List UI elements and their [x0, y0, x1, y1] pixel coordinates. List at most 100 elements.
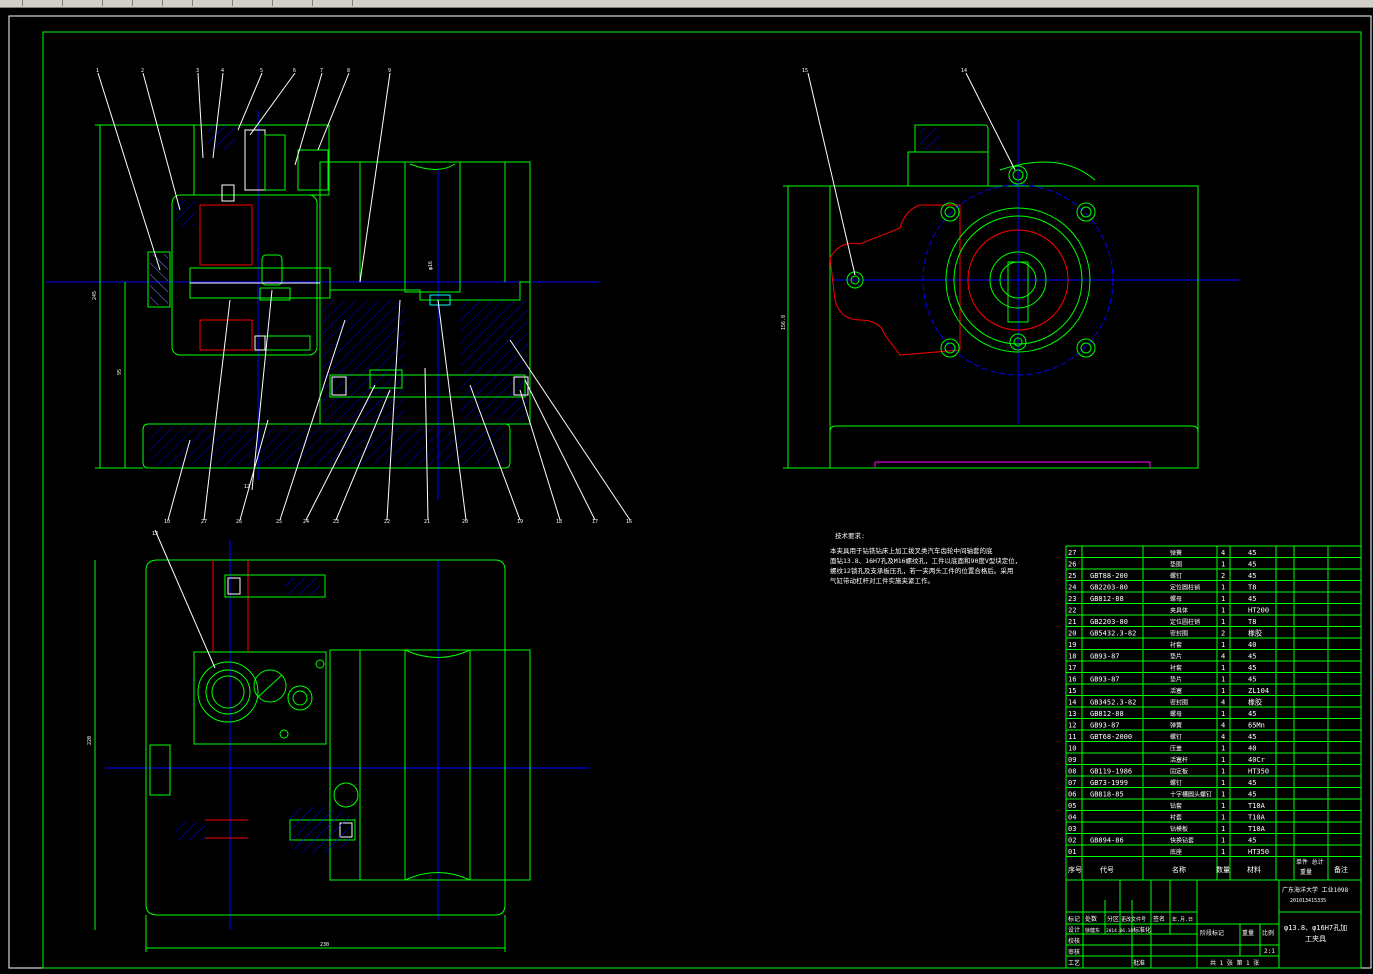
bom-cell-no: 02	[1068, 837, 1076, 845]
svg-text:14: 14	[961, 68, 967, 74]
bom-cell-qty: 1	[1221, 802, 1225, 810]
toolbar-button[interactable]	[192, 0, 233, 6]
bom-cell-mat: 45	[1248, 837, 1256, 845]
bom-header-weight2: 重量	[1300, 868, 1312, 876]
bom-cell-qty: 1	[1221, 687, 1225, 695]
bom-cell-no: 11	[1068, 733, 1076, 741]
toolbar-button[interactable]	[62, 0, 103, 6]
bom-cell-no: 25	[1068, 572, 1076, 580]
notes-title: 技术要求:	[835, 531, 865, 540]
bom-cell-qty: 4	[1221, 699, 1225, 707]
bom-cell-name: 衬套	[1170, 814, 1182, 822]
bom-cell-qty: 1	[1221, 791, 1225, 799]
bom-cell-code: GB2203-80	[1090, 618, 1128, 626]
toolbar-button[interactable]	[22, 0, 63, 6]
bom-cell-qty: 2	[1221, 630, 1225, 638]
bom-cell-name: 活塞杆	[1170, 756, 1188, 764]
bom-cell-mat: 40	[1248, 745, 1256, 753]
toolbar-button[interactable]	[232, 0, 273, 6]
bom-cell-qty: 1	[1221, 756, 1225, 764]
bom-cell-name: 密封圈	[1170, 699, 1188, 707]
toolbar-button[interactable]	[0, 0, 23, 6]
bom-cell-name: 螺母	[1170, 595, 1182, 603]
svg-text:230: 230	[320, 942, 329, 948]
svg-text:245: 245	[92, 291, 98, 300]
bom-header-qty: 数量	[1216, 865, 1230, 874]
bom-cell-name: 活塞	[1170, 687, 1182, 695]
bom-cell-qty: 4	[1221, 733, 1225, 741]
bom-cell-no: 06	[1068, 791, 1076, 799]
bom-cell-no: 20	[1068, 630, 1076, 638]
bom-cell-code: GB812-88	[1090, 595, 1124, 603]
bom-cell-no: 13	[1068, 710, 1076, 718]
bom-cell-code: GB3452.3-82	[1090, 699, 1136, 707]
bom-cell-mat: 40Cr	[1248, 756, 1265, 764]
bom-cell-mat: T8	[1248, 584, 1256, 592]
tb-drawing-name: φ13.8、φ16H7孔加	[1284, 923, 1347, 932]
bom-header-name: 名称	[1172, 865, 1186, 874]
bom-cell-mat: 橡胶	[1248, 698, 1262, 707]
bom-cell-qty: 1	[1221, 825, 1225, 833]
bom-cell-mat: T10A	[1248, 814, 1266, 822]
bom-cell-mat: 45	[1248, 710, 1256, 718]
svg-text:5: 5	[260, 68, 263, 74]
bom-header-mat: 材料	[1247, 865, 1261, 874]
bom-cell-mat: 45	[1248, 779, 1256, 787]
bom-cell-name: 夹具体	[1170, 607, 1188, 615]
toolbar-button[interactable]	[272, 0, 313, 6]
bom-cell-name: 底座	[1170, 848, 1182, 856]
bom-cell-name: 螺钉	[1170, 779, 1182, 787]
bom-cell-qty: 1	[1221, 779, 1225, 787]
bom-header-weight: 单件 总计	[1296, 858, 1324, 866]
bom-cell-code: GB818-85	[1090, 791, 1124, 799]
tb-scale-label: 比例	[1262, 929, 1274, 937]
bom-cell-no: 17	[1068, 664, 1076, 672]
bom-cell-mat: 40	[1248, 641, 1256, 649]
bom-cell-name: 垫片	[1170, 653, 1182, 661]
toolbar-button[interactable]	[102, 0, 133, 6]
tb-zone: 分区	[1107, 915, 1119, 923]
svg-text:2: 2	[141, 68, 144, 74]
bom-cell-mat: 45	[1248, 653, 1256, 661]
bom-cell-no: 01	[1068, 848, 1076, 856]
tb-change: 更改文件号	[1121, 916, 1146, 923]
drawing-canvas[interactable]: 245 95 φ16	[0, 8, 1373, 970]
tb-weight: 重量	[1242, 929, 1254, 937]
svg-text:18: 18	[556, 519, 562, 525]
bom-cell-qty: 4	[1221, 722, 1225, 730]
toolbar-button[interactable]	[162, 0, 193, 6]
bom-cell-qty: 4	[1221, 653, 1225, 661]
tb-scale: 2:1	[1264, 948, 1275, 955]
bom-cell-mat: T10A	[1248, 825, 1266, 833]
svg-text:1: 1	[96, 68, 99, 74]
toolbar-button[interactable]	[132, 0, 163, 6]
bom-cell-mat: T10A	[1248, 802, 1266, 810]
bom-cell-no: 10	[1068, 745, 1076, 753]
bom-cell-no: 18	[1068, 653, 1076, 661]
front-section-view: 245 95 φ16	[45, 72, 631, 521]
svg-text:19: 19	[517, 519, 523, 525]
outer-border	[8, 15, 1372, 969]
bom-cell-no: 05	[1068, 802, 1076, 810]
tb-date: 年.月.日	[1172, 916, 1193, 923]
tb-count: 处数	[1085, 915, 1097, 923]
toolbar-button[interactable]	[312, 0, 353, 6]
bom-cell-code: GB2203-80	[1090, 584, 1128, 592]
bom-cell-name: 弹簧	[1170, 722, 1182, 730]
bom-cell-qty: 1	[1221, 768, 1225, 776]
tb-sheet: 共 1 张 第 1 张	[1210, 959, 1259, 967]
bom-cell-qty: 2	[1221, 572, 1225, 580]
bom-cell-name: 垫圈	[1170, 561, 1182, 569]
bom-cell-qty: 1	[1221, 664, 1225, 672]
inner-frame	[42, 31, 1362, 969]
bom-cell-code: GB812-88	[1090, 710, 1124, 718]
bom-cell-name: 衬套	[1170, 641, 1182, 649]
bom-cell-name: 钻套	[1170, 802, 1182, 810]
notes-line: 气缸带动杠杆对工件实施夹紧工作。	[830, 576, 934, 585]
bom-cell-no: 16	[1068, 676, 1076, 684]
svg-text:95: 95	[117, 369, 123, 375]
svg-text:16: 16	[626, 519, 632, 525]
bom-cell-no: 21	[1068, 618, 1076, 626]
tb-design-date: 2014.06.18	[1106, 928, 1133, 934]
